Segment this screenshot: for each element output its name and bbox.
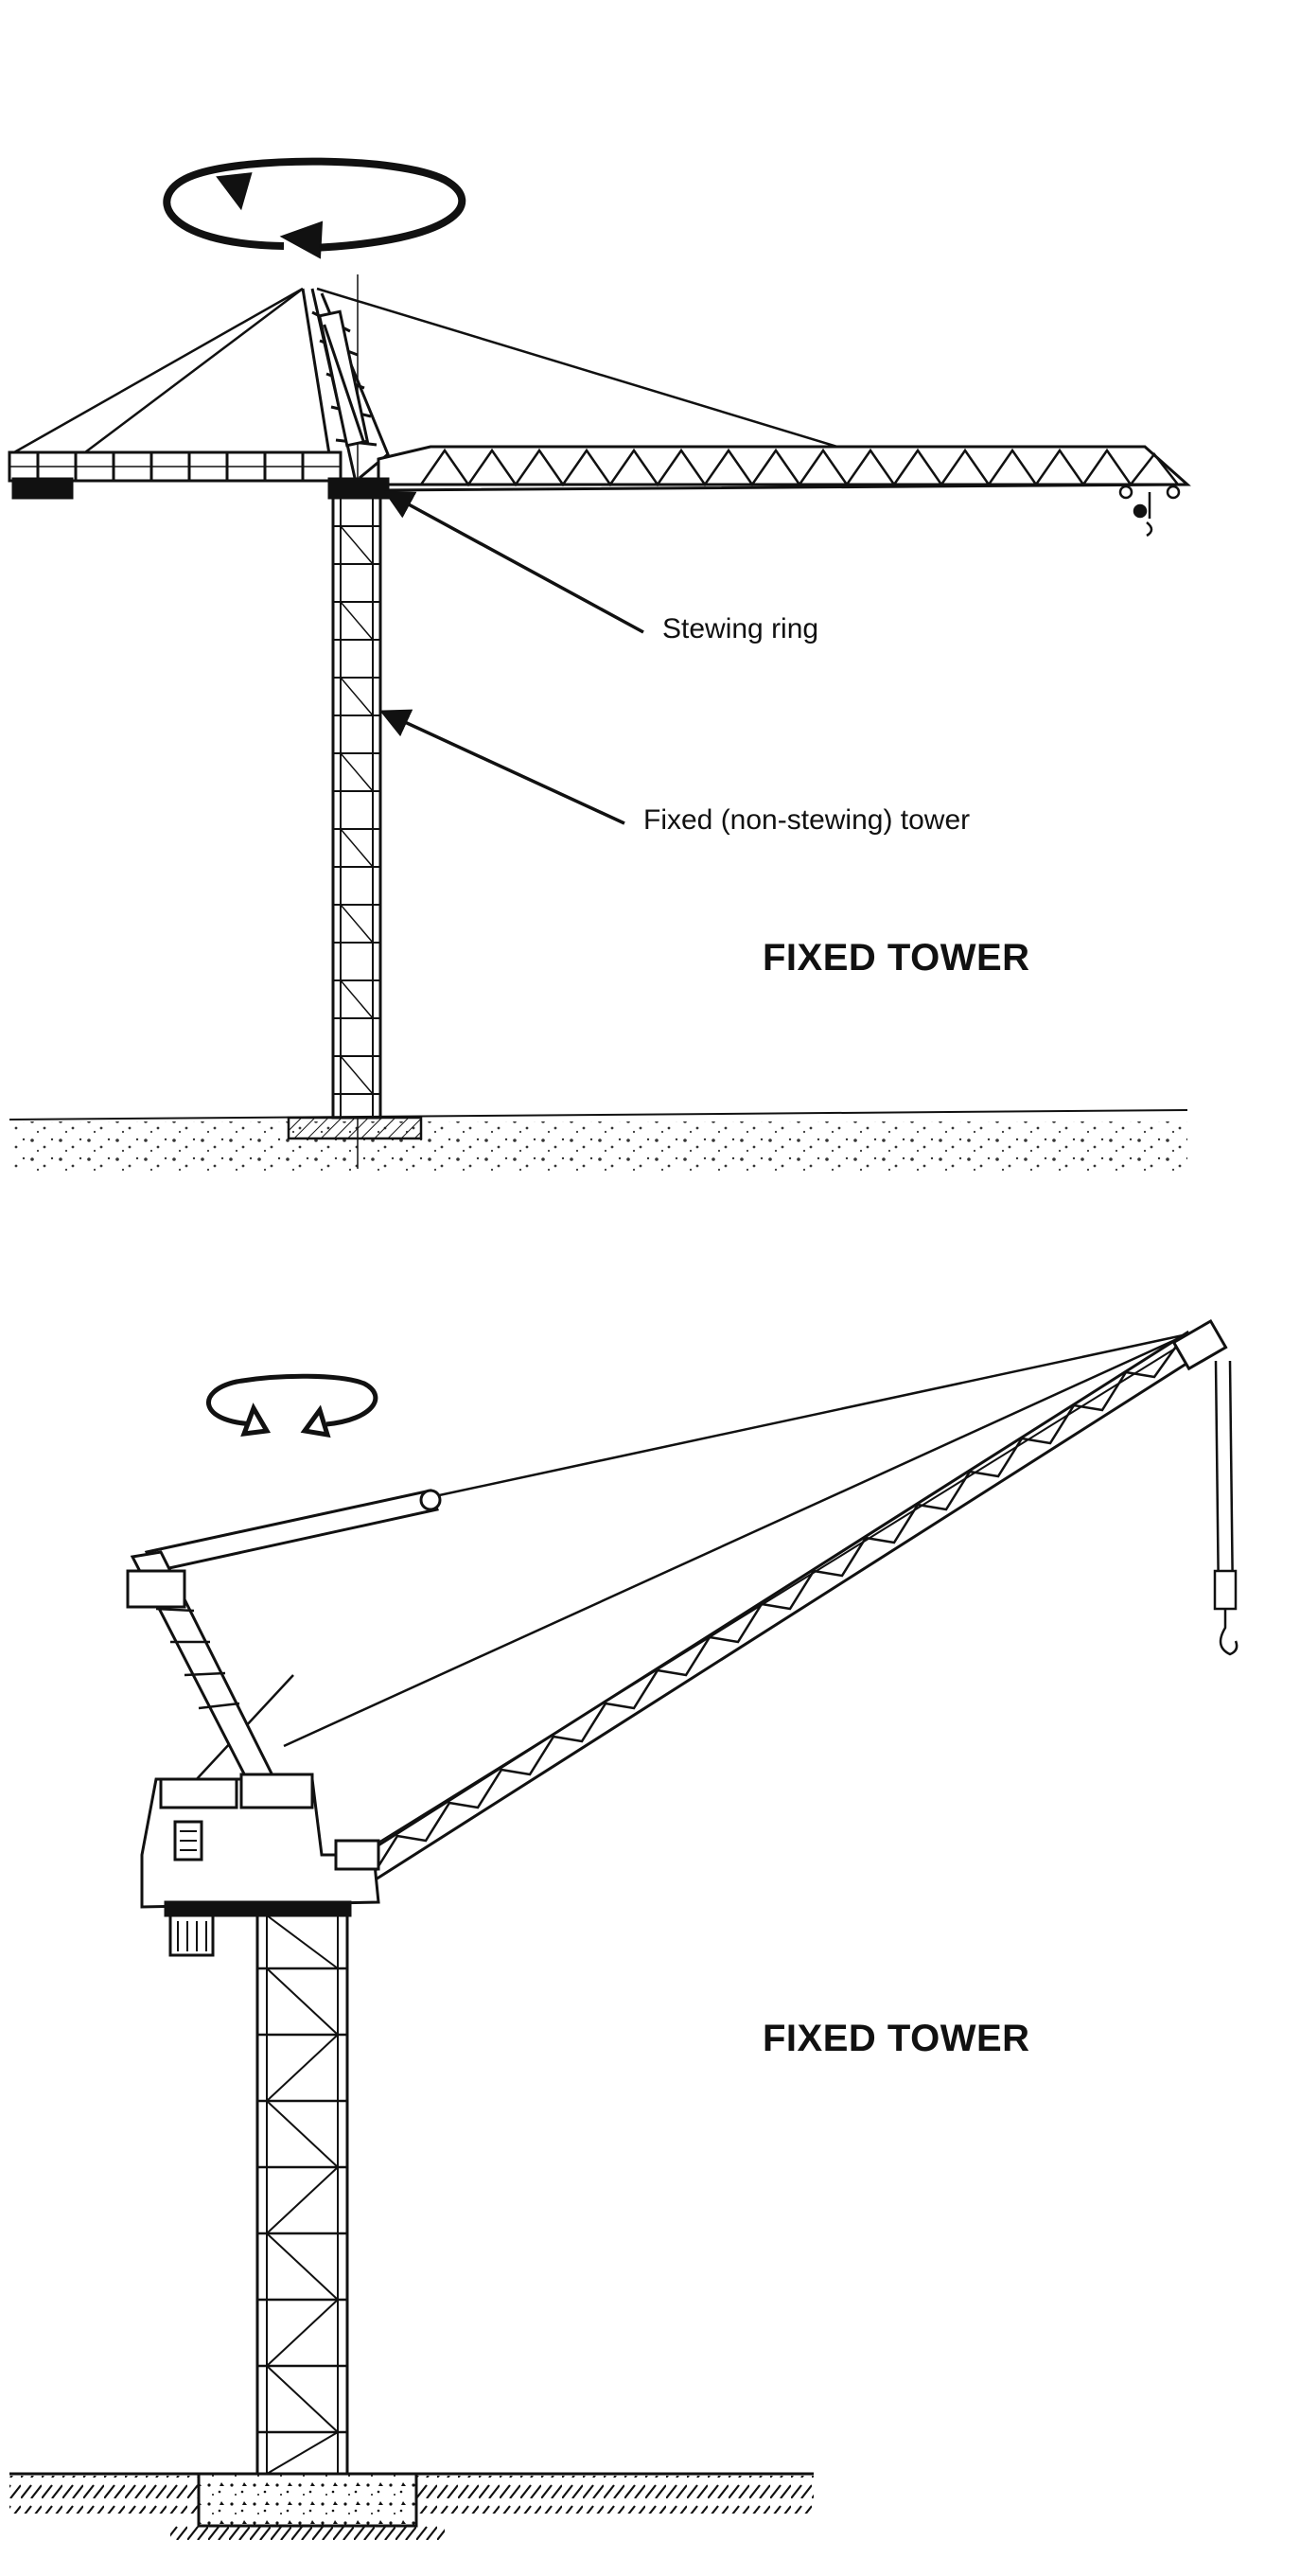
- caption-bottom: FIXED TOWER: [763, 2018, 1030, 2059]
- tower-head: [301, 288, 390, 480]
- foundation: [197, 2472, 418, 2528]
- hammerhead-crane: [8, 157, 1191, 1173]
- slewing-ring: [327, 477, 390, 500]
- jib: [377, 445, 1191, 538]
- callout-stewing-ring: Stewing ring: [662, 613, 819, 644]
- ground-top: [9, 1109, 1188, 1173]
- slewing-ring-lower: [164, 1900, 352, 1917]
- luffing-crane: [9, 1318, 1239, 2547]
- luffing-jib: [343, 1318, 1228, 1894]
- callout-leader-stewing-ring: [383, 490, 644, 634]
- caption-top: FIXED TOWER: [763, 937, 1030, 979]
- double-rotation-arrow-icon: [206, 1373, 378, 1438]
- rotation-arrow-icon: [163, 157, 466, 259]
- jib-lattice: [372, 1343, 1180, 1875]
- ground-bottom: [9, 2472, 814, 2547]
- callout-fixed-tower: Fixed (non-stewing) tower: [643, 804, 971, 836]
- machinery-deck: [140, 1773, 380, 1957]
- callout-leader-fixed-tower: [379, 709, 625, 825]
- luffing-ropes: [169, 1332, 1188, 1808]
- tower-mast-lower: [255, 1914, 349, 2476]
- counterweight: [11, 477, 74, 500]
- hook-block: [1213, 1360, 1239, 1656]
- tower-mast: [331, 496, 382, 1120]
- jib-lacing: [419, 448, 1179, 487]
- trolley-hook: [1118, 485, 1181, 538]
- counter-jib: [8, 450, 343, 500]
